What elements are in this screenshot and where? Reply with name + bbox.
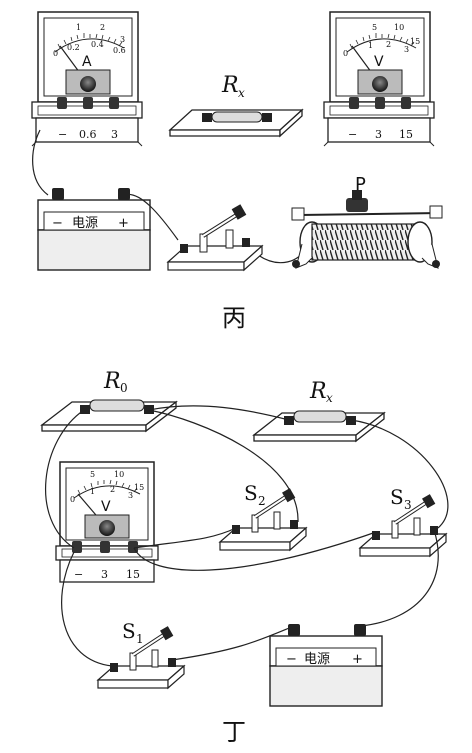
ammeter-scale-top-3: 3 (120, 35, 125, 44)
ammeter-symbol: A (82, 54, 92, 70)
battery-bottom-text: 电源 (304, 652, 330, 667)
rx2-label-sub: x (326, 391, 333, 405)
ammeter: 1 2 3 0 0.2 0.4 0.6 A − 0.6 3 (31, 11, 143, 147)
switch-s2: S 2 (218, 481, 308, 552)
ammeter-scale-top-2: 2 (100, 23, 105, 32)
vbot-scale-top-5: 5 (90, 470, 95, 479)
voltmeter-bottom: 5 10 15 0 1 2 3 V − 3 15 (55, 461, 159, 583)
vbot-terminal-3: 3 (101, 568, 108, 581)
switch-s3: S 3 (358, 485, 448, 558)
ammeter-scale-bottom-2: 0.4 (91, 40, 104, 49)
rx-board-bottom: R x (252, 379, 386, 443)
vtop-knob-icon (372, 76, 388, 92)
battery-bottom-minus: − (286, 652, 297, 667)
ammeter-terminal-0-6: 0.6 (79, 128, 97, 141)
ammeter-terminal-icons (57, 97, 119, 109)
vbot-knob-icon (99, 520, 115, 536)
vbot-terminal-minus: − (74, 568, 83, 581)
battery-top-plus: + (118, 216, 129, 231)
rx-label: R (221, 73, 239, 98)
battery-top: − 电源 + (37, 188, 151, 271)
vtop-scale-bottom-3: 3 (404, 45, 409, 54)
rheostat-slider-icon (346, 198, 368, 212)
caption-bing: 丙 (222, 304, 246, 332)
vtop-scale-top-5: 5 (372, 23, 377, 32)
vbot-scale-bottom-0: 0 (70, 495, 75, 504)
battery-bottom: − 电源 + (269, 624, 383, 707)
rx2-label: R (309, 379, 327, 404)
wire (32, 129, 49, 196)
r0-label-sub: 0 (120, 381, 128, 395)
vbot-scale-top-10: 10 (114, 470, 124, 479)
battery-top-text: 电源 (72, 216, 98, 231)
s2-label: S (244, 481, 258, 505)
battery-top-minus: − (52, 216, 63, 231)
vtop-scale-bottom-2: 2 (386, 40, 391, 49)
vtop-scale-top-15: 15 (410, 37, 420, 46)
vtop-terminal-15: 15 (399, 128, 413, 141)
vtop-terminal-3: 3 (375, 128, 382, 141)
s2-label-sub: 2 (258, 494, 266, 508)
rheostat-p-label: P (355, 174, 366, 195)
vbot-terminal-15: 15 (126, 568, 140, 581)
ammeter-terminal-3: 3 (111, 128, 118, 141)
caption-ding: 丁 (222, 718, 246, 746)
battery-bottom-plus: + (352, 652, 363, 667)
vtop-scale-bottom-0: 0 (343, 49, 348, 58)
switch-s1: S 1 (96, 619, 186, 690)
ammeter-scale-top-1: 1 (76, 23, 81, 32)
vbot-symbol: V (101, 499, 111, 515)
ammeter-scale-bottom-1: 0.2 (67, 43, 80, 52)
vbot-scale-bottom-2: 2 (110, 485, 115, 494)
r0-board: R 0 (40, 369, 178, 433)
ammeter-knob-icon (80, 76, 96, 92)
resistor-rx-board: R x (168, 73, 304, 138)
vtop-scale-bottom-1: 1 (368, 41, 373, 50)
vbot-scale-bottom-3: 3 (128, 491, 133, 500)
rx-label-sub: x (238, 86, 245, 100)
s1-label: S (122, 619, 136, 643)
vtop-scale-top-10: 10 (394, 23, 404, 32)
ammeter-scale-bottom-0: 0 (53, 49, 58, 58)
s1-label-sub: 1 (136, 632, 144, 646)
rheostat: P (291, 174, 443, 269)
vbot-scale-bottom-1: 1 (90, 487, 95, 496)
ammeter-terminal-minus: − (58, 128, 67, 141)
vbot-scale-top-15: 15 (134, 483, 144, 492)
ammeter-scale-bottom-3: 0.6 (113, 46, 126, 55)
vtop-terminal-minus: − (348, 128, 357, 141)
switch-top (166, 204, 264, 272)
vtop-symbol: V (374, 54, 384, 70)
s3-label-sub: 3 (404, 498, 412, 512)
voltmeter-top: 5 10 15 0 1 2 3 V − 3 15 (323, 11, 435, 147)
wires-ding (45, 405, 449, 667)
r0-label: R (103, 369, 121, 394)
s3-label: S (390, 485, 404, 509)
